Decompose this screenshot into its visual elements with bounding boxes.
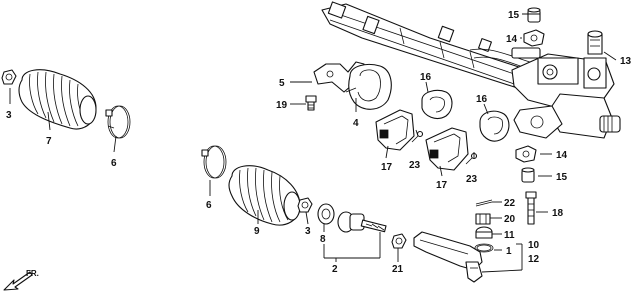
callout-bracket: 5	[279, 78, 285, 89]
callout-bracket-bolt: 19	[276, 100, 288, 111]
dust-seal	[475, 226, 493, 239]
callout-nut-upper: 14	[506, 34, 518, 45]
mount-bracket-b	[425, 127, 469, 171]
castle-nut	[475, 213, 491, 225]
callout-cotter-pin: 22	[504, 198, 516, 209]
cotter-pin	[475, 199, 493, 207]
nut-lower	[515, 145, 537, 163]
callout-left-clamp: 6	[111, 158, 117, 169]
boot-clamp-right	[201, 145, 227, 179]
nut-upper	[523, 29, 545, 47]
cap-nut-upper	[527, 7, 541, 23]
callout-cushion-b: 16	[476, 94, 488, 105]
steering-boot-right	[228, 165, 301, 226]
boot-clamp-left	[105, 105, 131, 139]
callout-inner-tie-rod: 2	[332, 264, 338, 275]
callout-right-boot: 9	[254, 226, 260, 237]
front-direction-label: FR.	[26, 269, 39, 278]
callout-flange-bolt: 18	[552, 208, 564, 219]
tie-rod-end	[413, 231, 483, 283]
mount-cushion-b	[479, 110, 510, 142]
callout-washer: 8	[320, 234, 326, 245]
mount-bracket-a	[375, 109, 415, 151]
callout-numbers: 3 7 6 5 19 4 16 16 17 23 17 23 15 14 13 …	[6, 10, 632, 275]
front-arrow-icon	[3, 271, 33, 291]
callout-screw-b: 23	[466, 174, 478, 185]
flange-bolt	[525, 191, 537, 225]
callout-castle-nut: 20	[504, 214, 516, 225]
lock-nut-right	[297, 197, 313, 213]
tie-rod-washer	[317, 203, 335, 225]
callout-dust-seal: 11	[504, 230, 515, 241]
callout-tie-rod-end-b: 12	[528, 254, 540, 265]
callout-bracket-a: 17	[381, 162, 393, 173]
callout-cushion-a: 16	[420, 72, 432, 83]
callout-bracket-b: 17	[436, 180, 448, 191]
callout-tie-rod-nut: 21	[392, 264, 404, 275]
bracket-bolt	[305, 95, 317, 111]
left-lock-nut	[1, 69, 17, 85]
callout-cap-nut-lower: 15	[556, 172, 568, 183]
callout-tie-rod-end-a: 10	[528, 240, 540, 251]
mount-cushion-a	[421, 89, 453, 119]
steering-boot-left	[18, 69, 97, 130]
cap-nut-lower	[521, 167, 535, 183]
callout-bushing: 4	[353, 118, 359, 129]
callout-right-clamp: 6	[206, 200, 212, 211]
steering-rack-housing	[321, 1, 537, 93]
callout-screw-a: 23	[409, 160, 421, 171]
front-direction-indicator: FR.	[3, 269, 39, 291]
callout-seal-clip: 1	[506, 246, 512, 257]
steering-gearbox	[511, 30, 621, 139]
mounting-bushing	[345, 63, 392, 110]
callout-gearbox: 13	[620, 56, 632, 67]
callout-nut-lower: 14	[556, 150, 568, 161]
callout-right-nut: 3	[305, 226, 311, 237]
callout-left-nut: 3	[6, 110, 12, 121]
tie-rod-lock-nut	[391, 233, 407, 249]
leader-lines	[9, 13, 617, 273]
seal-clip	[474, 243, 494, 253]
inner-tie-rod	[337, 211, 387, 233]
callout-cap-nut-upper: 15	[508, 10, 520, 21]
callout-left-boot: 7	[46, 136, 52, 147]
